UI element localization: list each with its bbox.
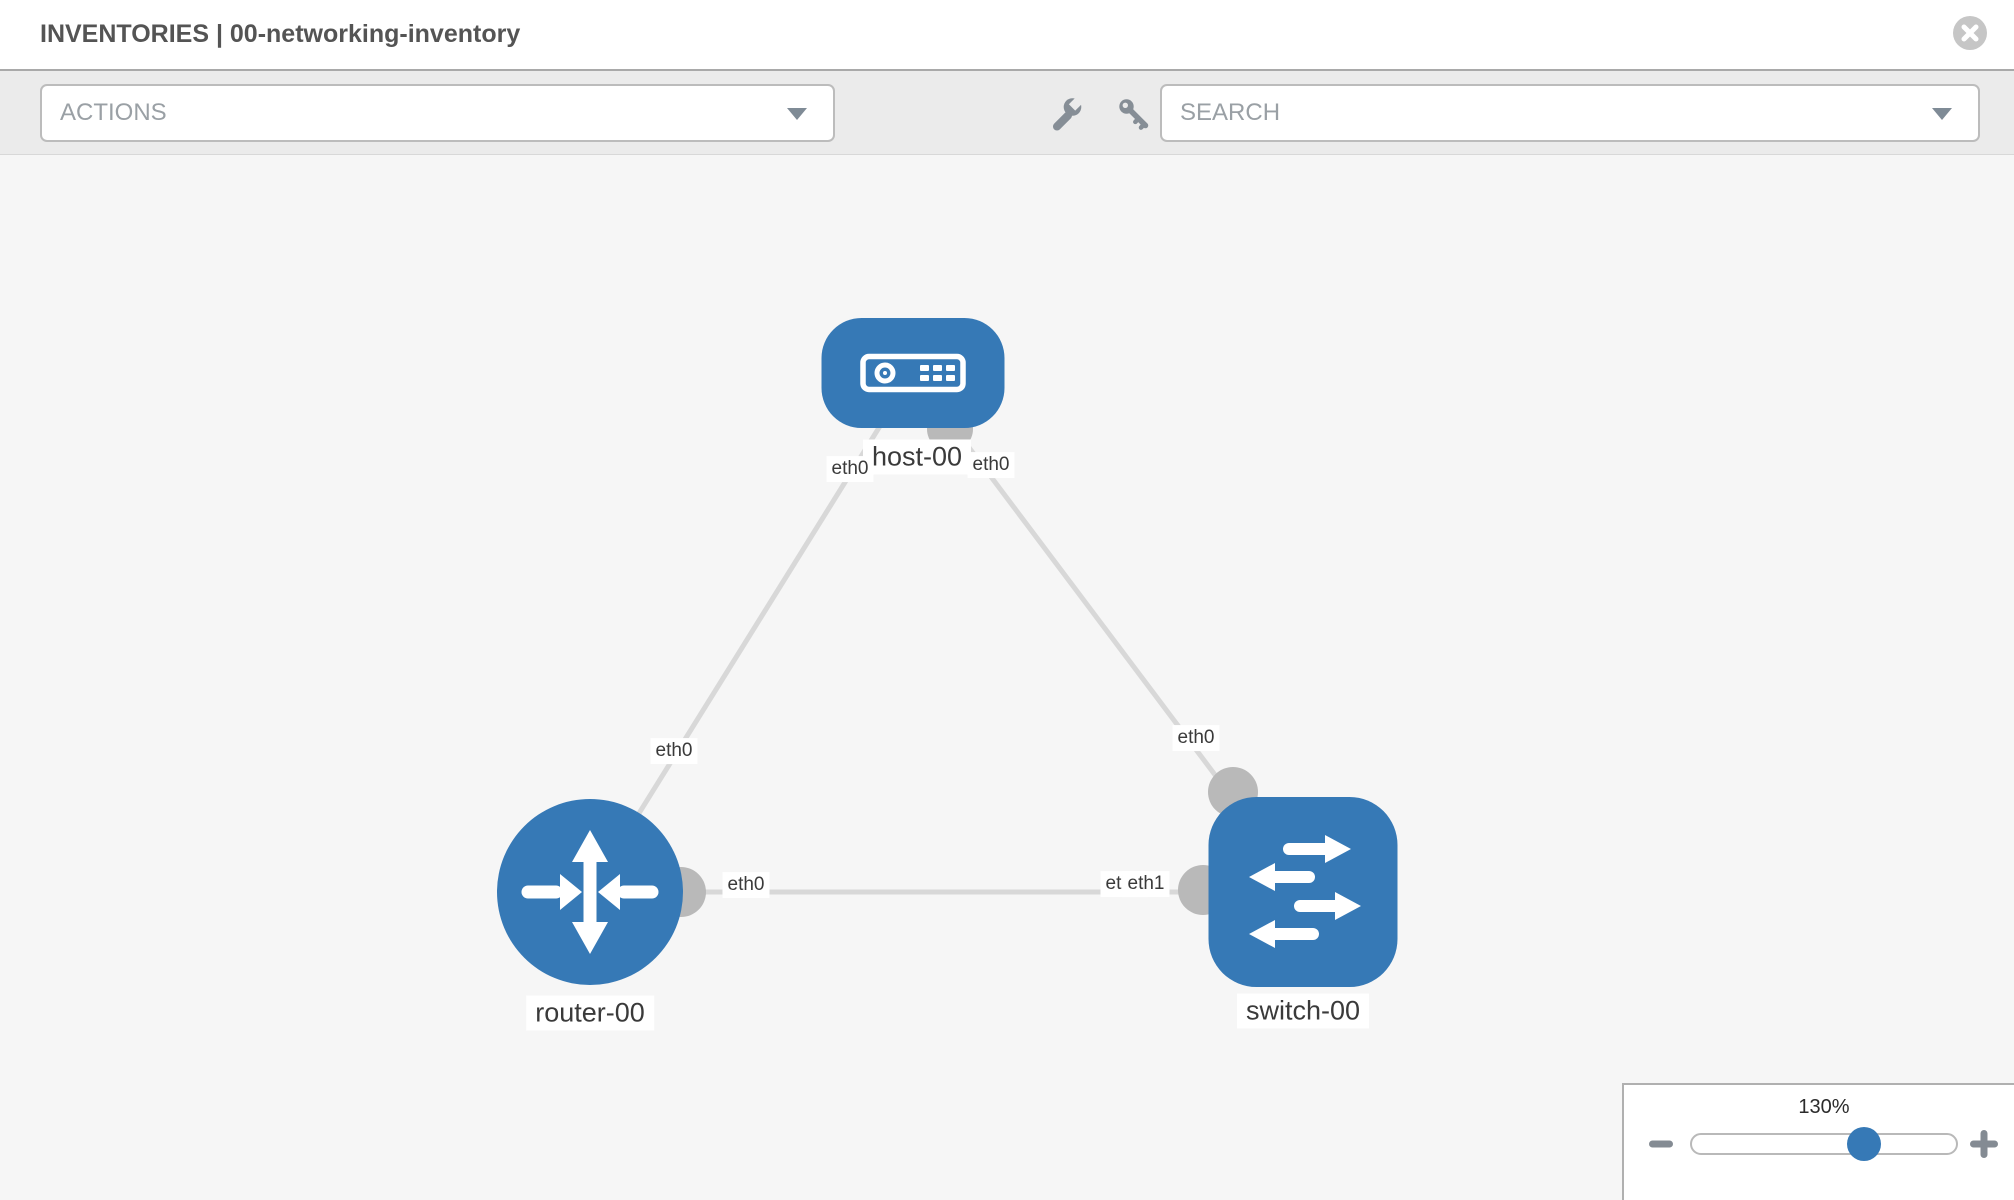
zoom-slider[interactable] [1690, 1127, 1958, 1161]
node-switch-00[interactable] [1208, 797, 1398, 987]
minus-icon [1649, 1140, 1673, 1148]
chevron-down-icon [787, 108, 807, 120]
actions-dropdown-label: ACTIONS [60, 99, 167, 126]
search-placeholder: SEARCH [1180, 99, 1281, 126]
header: INVENTORIES | 00-networking-inventory [0, 0, 2014, 71]
toolbar: ACTIONS SEARCH [0, 71, 2014, 155]
node-router-00[interactable] [497, 799, 683, 985]
zoom-in-button[interactable] [1970, 1130, 1998, 1163]
key-button[interactable] [1116, 96, 1152, 132]
search-dropdown[interactable]: SEARCH [1160, 84, 1980, 142]
close-icon [1953, 16, 1987, 50]
zoom-panel: 130% [1622, 1083, 2014, 1200]
zoom-slider-knob[interactable] [1846, 1127, 1881, 1161]
close-button[interactable] [1953, 16, 1987, 50]
node-host-00[interactable] [821, 318, 1005, 428]
key-icon [1119, 99, 1149, 130]
topology-canvas[interactable] [0, 71, 2014, 1200]
tools-button[interactable] [1048, 94, 1086, 132]
page-title: INVENTORIES | 00-networking-inventory [40, 20, 521, 48]
zoom-percentage: 130% [1798, 1096, 1850, 1118]
wrench-icon [1053, 94, 1086, 131]
plus-icon [1970, 1130, 1998, 1158]
zoom-out-button[interactable] [1648, 1137, 1676, 1156]
actions-dropdown[interactable]: ACTIONS [40, 84, 835, 142]
chevron-down-icon [1932, 108, 1952, 120]
